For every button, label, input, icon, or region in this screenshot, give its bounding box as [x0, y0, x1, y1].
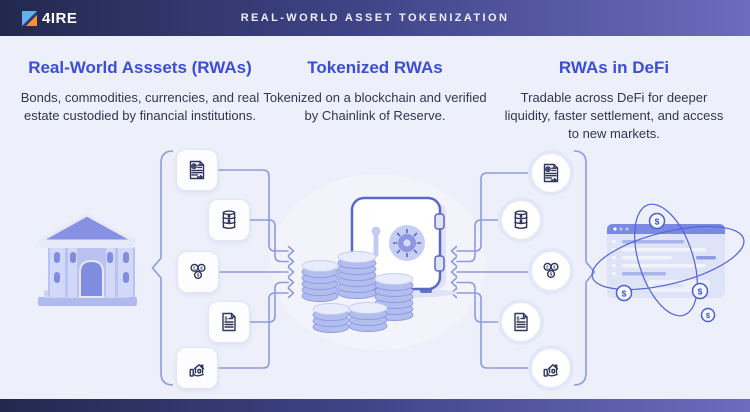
column-heading: Real-World Asssets (RWAs) [28, 58, 252, 77]
logo: 4IRE [22, 0, 77, 36]
oil-barrel-icon [514, 210, 528, 229]
asset-card-oil-barrel [208, 199, 250, 241]
column-rwa: Real-World Asssets (RWAs) Bonds, commodi… [20, 58, 260, 125]
dollar-symbol: $ [225, 316, 228, 322]
defi-browser-illustration: $ $ $ $ [591, 203, 745, 323]
euro-symbol: € [200, 265, 203, 270]
token-coin-symbol: $ [706, 311, 711, 320]
token-coin-symbol: $ [655, 217, 660, 227]
orbit-lines [591, 203, 745, 317]
financial-document-icon: $ [514, 312, 528, 332]
header-title: REAL-WORLD ASSET TOKENIZATION [240, 12, 510, 24]
asset-circle-currencies: £ € $ [528, 248, 574, 294]
column-tokenized: Tokenized RWAs Tokenized on a blockchain… [262, 58, 488, 125]
asset-card-certificate [176, 149, 218, 191]
asset-card-real-estate [176, 347, 218, 389]
dial-ticks [392, 228, 422, 258]
oil-barrel-icon [222, 210, 236, 229]
euro-symbol: € [553, 264, 556, 269]
token-coin-symbol: $ [622, 289, 627, 299]
dollar-symbol: $ [517, 316, 520, 322]
currency-coins-icon: £ € $ [190, 263, 206, 280]
flow-arrows-left [218, 169, 295, 369]
asset-circle-financial-document: $ [498, 299, 544, 345]
currency-coins-icon: £ € $ [543, 262, 559, 279]
dollar-symbol: $ [197, 273, 200, 278]
asset-card-currencies: £ € $ [177, 251, 219, 293]
coin-stacks [301, 251, 414, 333]
browser-content-lines [612, 240, 716, 292]
dollar-symbol: $ [550, 272, 553, 277]
asset-circle-certificate [528, 150, 574, 196]
real-estate-icon [543, 364, 559, 377]
asset-card-financial-document: $ [208, 301, 250, 343]
real-estate-icon [189, 364, 205, 377]
financial-document-icon: $ [222, 312, 236, 332]
column-heading: RWAs in DeFi [558, 58, 670, 77]
asset-circle-real-estate [528, 345, 574, 391]
logo-text: 4IRE [42, 9, 78, 27]
right-brace [573, 150, 596, 386]
certificate-document-icon [189, 160, 205, 180]
certificate-document-icon [543, 163, 559, 183]
column-heading: Tokenized RWAs [307, 58, 443, 77]
left-brace [151, 150, 174, 386]
footer-bar [0, 399, 750, 412]
logo-icon [22, 10, 37, 26]
column-description: Tradable across DeFi for deeper liquidit… [504, 90, 724, 141]
asset-circle-oil-barrel [498, 197, 544, 243]
flow-arrows-right [450, 172, 532, 369]
column-defi: RWAs in DeFi Tradable across DeFi for de… [498, 58, 730, 143]
column-description: Bonds, commodities, currencies, and real… [20, 90, 260, 123]
pound-symbol: £ [193, 265, 196, 270]
token-coins: $ $ $ $ [615, 212, 716, 323]
header-bar: 4IRE REAL-WORLD ASSET TOKENIZATION [0, 0, 750, 36]
pound-symbol: £ [546, 264, 549, 269]
bank-illustration [38, 213, 137, 306]
column-description: Tokenized on a blockchain and verified b… [263, 90, 487, 123]
token-coin-symbol: $ [698, 287, 703, 297]
